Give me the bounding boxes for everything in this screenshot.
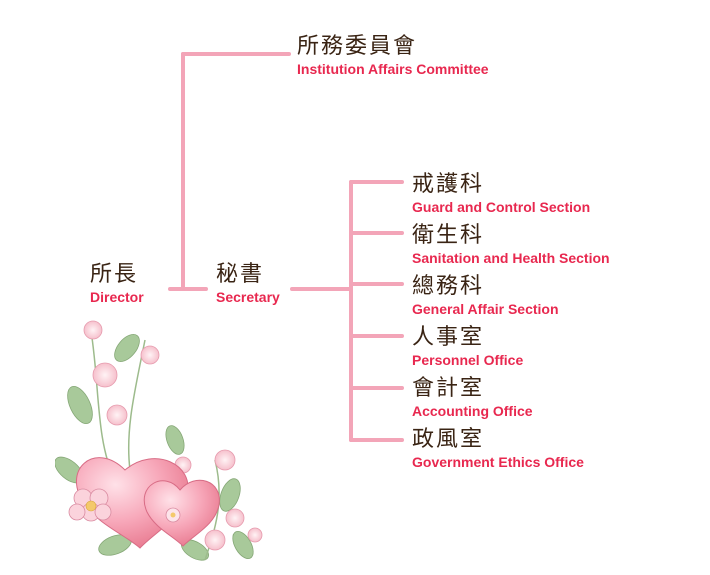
section-label-en: Sanitation and Health Section xyxy=(412,250,610,266)
secretary-label-zh: 秘書 xyxy=(216,262,265,287)
section-label-zh: 人事室 xyxy=(412,325,485,350)
hearts-flowers-icon xyxy=(55,320,263,561)
section-label-zh: 總務科 xyxy=(412,274,485,299)
node-committee: 所務委員會 Institution Affairs Committee xyxy=(297,34,489,78)
connector-section-1 xyxy=(349,180,404,184)
director-label-zh: 所長 xyxy=(90,262,139,287)
section-label-zh: 政風室 xyxy=(412,427,485,452)
connector-section-6 xyxy=(349,438,404,442)
committee-label-en: Institution Affairs Committee xyxy=(297,61,489,77)
committee-label-zh: 所務委員會 xyxy=(297,34,418,59)
node-section-1: 戒護科 Guard and Control Section xyxy=(412,172,590,216)
section-label-en: Personnel Office xyxy=(412,352,524,368)
section-label-zh: 戒護科 xyxy=(412,172,485,197)
node-secretary: 秘書 Secretary xyxy=(216,262,280,306)
node-director: 所長 Director xyxy=(90,262,144,306)
connector-committee-branch xyxy=(181,52,291,56)
node-section-5: 會計室 Accounting Office xyxy=(412,376,533,420)
secretary-label-en: Secretary xyxy=(216,289,280,305)
section-label-zh: 衛生科 xyxy=(412,223,485,248)
connector-committee-trunk xyxy=(181,52,185,290)
connector-section-3 xyxy=(349,282,404,286)
section-label-en: Guard and Control Section xyxy=(412,199,591,215)
section-label-en: General Affair Section xyxy=(412,301,559,317)
connector-section-2 xyxy=(349,231,404,235)
director-label-en: Director xyxy=(90,289,144,305)
node-section-3: 總務科 General Affair Section xyxy=(412,274,559,318)
section-label-en: Accounting Office xyxy=(412,403,533,419)
node-section-4: 人事室 Personnel Office xyxy=(412,325,523,369)
connector-section-4 xyxy=(349,334,404,338)
connector-director-to-trunk xyxy=(168,287,208,291)
section-label-zh: 會計室 xyxy=(412,376,485,401)
node-section-6: 政風室 Government Ethics Office xyxy=(412,427,584,471)
connector-sections-trunk xyxy=(349,180,353,442)
connector-secretary-to-sections xyxy=(290,287,352,291)
node-section-2: 衛生科 Sanitation and Health Section xyxy=(412,223,610,267)
connector-section-5 xyxy=(349,386,404,390)
section-label-en: Government Ethics Office xyxy=(412,454,584,470)
